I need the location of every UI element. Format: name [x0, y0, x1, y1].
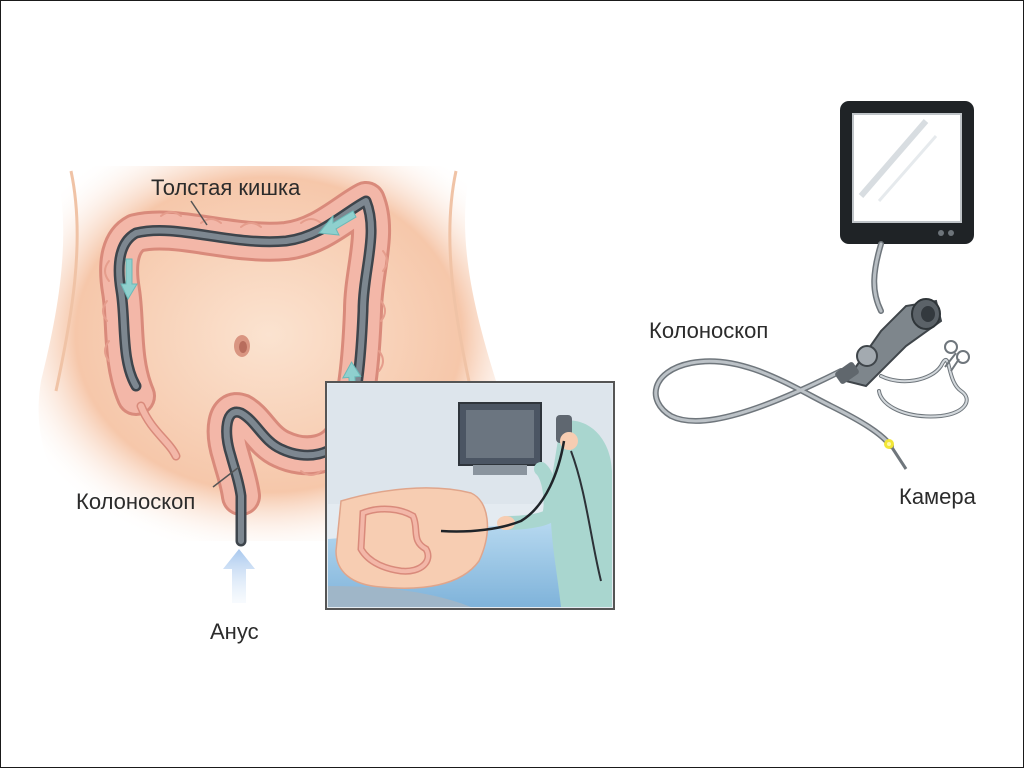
pointer-colonoscope-left: [212, 466, 240, 488]
monitor: [840, 101, 974, 244]
label-anus: Анус: [210, 619, 259, 644]
label-colonoscope-left: Колоноскоп: [76, 489, 196, 514]
colonoscope-in-colon: [113, 195, 377, 547]
pointer-colon: [190, 200, 208, 226]
colonoscope-handle: [835, 298, 943, 388]
label-camera: Камера: [899, 484, 976, 509]
arrow-descending: [120, 258, 138, 301]
arrow-transverse: [318, 210, 357, 236]
colonoscope-device: [652, 241, 969, 449]
label-colon: Толстая кишка: [151, 175, 301, 200]
camera-tip: [884, 439, 908, 470]
label-colonoscope-right: Колоноскоп: [649, 318, 769, 343]
direction-arrows: [120, 210, 362, 398]
procedure-inset: [325, 381, 615, 610]
anus-arrow: [223, 549, 255, 603]
scissors-icon: [944, 340, 970, 372]
inset-monitor: [458, 402, 542, 475]
